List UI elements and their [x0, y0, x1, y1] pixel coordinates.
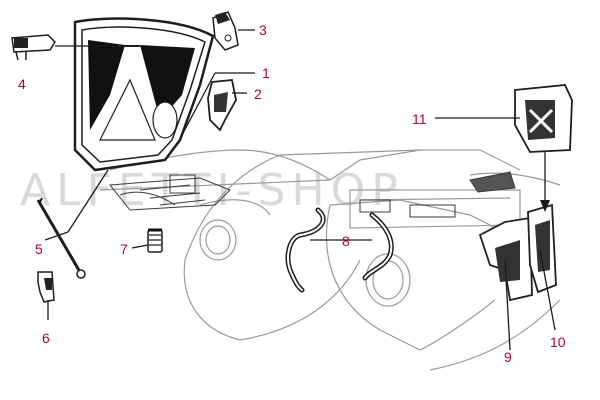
- latch-part-3: [212, 11, 239, 51]
- hinge-bracket-part-9: [478, 216, 533, 302]
- hinge-part-4: [11, 34, 56, 61]
- hood-part-1: [73, 17, 215, 172]
- callout-11: 11: [412, 111, 427, 127]
- engine-bay-detail: [109, 171, 516, 218]
- watermark-text: ALFETTI-SHOP: [20, 165, 404, 216]
- callout-10: 10: [550, 334, 566, 350]
- callout-9: 9: [504, 349, 512, 365]
- callout-1: 1: [262, 65, 270, 81]
- callout-2: 2: [254, 86, 262, 102]
- seal-part-8: [285, 207, 394, 293]
- callout-4: 4: [18, 76, 26, 92]
- callout-7: 7: [120, 241, 128, 257]
- callout-8: 8: [342, 233, 350, 249]
- prop-rod-part-5: [36, 197, 86, 279]
- cover-panel-part-11: [514, 84, 573, 153]
- callout-5: 5: [35, 241, 43, 257]
- bracket-part-2: [207, 79, 237, 132]
- leader-lines: [44, 29, 556, 351]
- callout-6: 6: [42, 330, 50, 346]
- catch-part-6: [37, 271, 55, 303]
- buffer-part-7: [147, 228, 163, 253]
- callout-3: 3: [259, 22, 267, 38]
